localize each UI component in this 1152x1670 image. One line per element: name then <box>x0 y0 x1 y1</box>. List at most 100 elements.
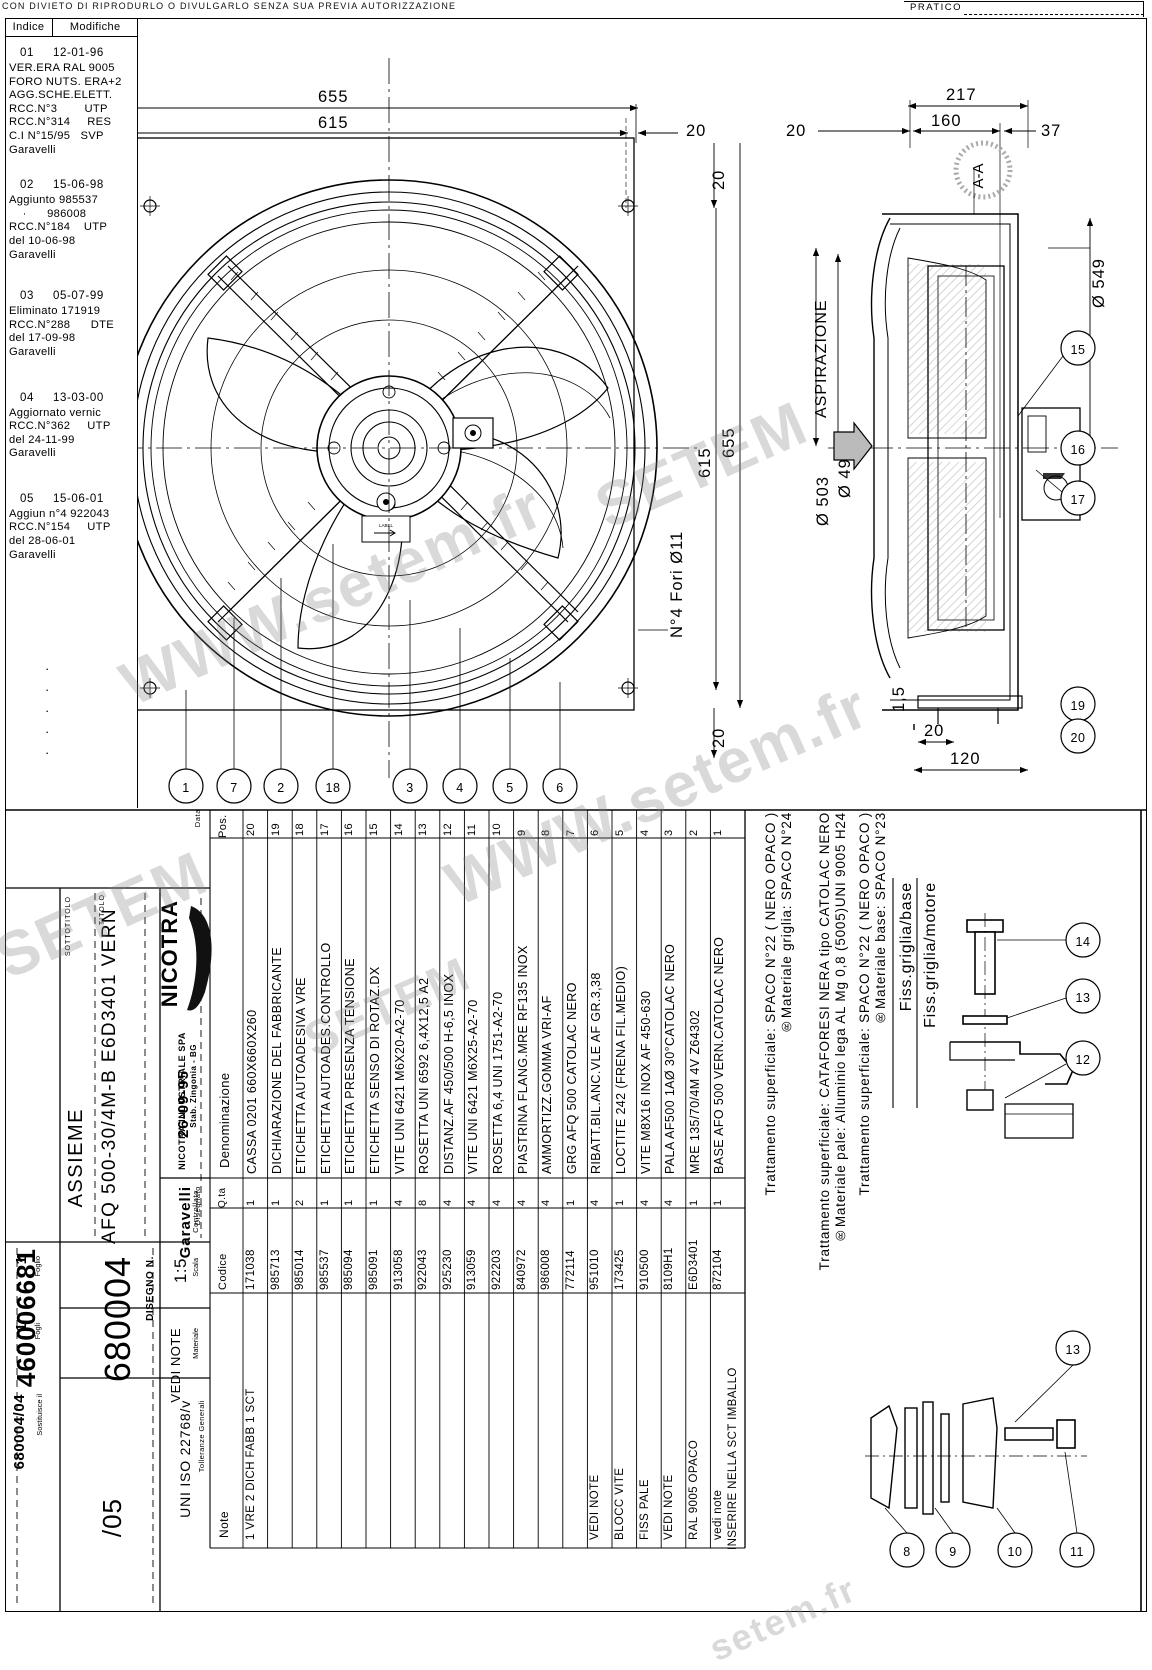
material-note: ®Materiale pale: Alluminio lega AL Mg 0,… <box>833 812 848 1243</box>
parts-header-code: Codice <box>217 1253 229 1290</box>
revision-line: Aggiunto 985537 <box>9 194 99 207</box>
data-label: Data <box>193 809 202 828</box>
svg-text:18: 18 <box>326 781 341 795</box>
part-code: 840972 <box>515 1249 528 1290</box>
part-qta: 4 <box>540 1199 553 1206</box>
part-denom: ETICHETTA AUTOADESIVA VRE <box>294 977 309 1174</box>
material-note: ®Materiale base: SPACO N°23 <box>873 812 888 1025</box>
copyright-strip: CON DIVIETO DI RIPRODURLO O DIVULGARLO S… <box>0 0 1152 16</box>
svg-text:1: 1 <box>182 781 189 795</box>
svg-text:12: 12 <box>1076 1053 1091 1067</box>
title-block: 460006681 SOTTOTITOLO ASSIEME TITOLO AFQ… <box>5 808 215 1553</box>
part-denom: VITE M8X16 INOX AF 450-630 <box>638 990 653 1174</box>
part-pos: 5 <box>614 829 626 836</box>
svg-text:6: 6 <box>556 781 563 795</box>
revision-line: Garavelli <box>9 447 56 460</box>
part-pos: 16 <box>343 822 356 836</box>
disegno-n-value: 680004 <box>97 1256 138 1383</box>
part-denom: BASE AFO 500 VERN.CATOLAC NERO <box>712 936 727 1174</box>
svg-text:13: 13 <box>1076 991 1091 1005</box>
part-note: VEDI NOTE <box>663 1474 676 1540</box>
svg-text:16: 16 <box>1071 443 1086 457</box>
part-note: FISS PALE <box>638 1479 651 1540</box>
tolleranze-value: UNI ISO 22768/v <box>177 1400 193 1518</box>
part-qta: 8 <box>417 1199 430 1206</box>
revision-line: RCC.N°3 UTP <box>9 102 108 115</box>
svg-text:8: 8 <box>903 1545 910 1559</box>
technical-drawing-svg: LABEL 655 615 20 20 655 615 <box>138 58 1118 804</box>
part-pos: 6 <box>589 829 602 836</box>
part-qta: 4 <box>441 1199 454 1206</box>
revision-line: RCC.N°362 UTP <box>9 420 111 433</box>
main-drawing-area: LABEL 655 615 20 20 655 615 <box>138 18 1147 808</box>
part-note: RAL 9005 OPACO <box>687 1439 700 1540</box>
part-pos: 10 <box>491 822 503 836</box>
part-qta: 4 <box>663 1199 676 1206</box>
material-notes: ®Materiale base: SPACO N°23 Trattamento … <box>747 810 897 1410</box>
revision-line: C.I N°15/95 SVP <box>9 129 104 142</box>
part-code: E6D3401 <box>687 1239 700 1290</box>
part-pos: 18 <box>294 822 307 836</box>
part-denom: MRE 135/70/4M 4V Z64302 <box>687 1009 702 1174</box>
parts-header-pos: Pos. <box>217 814 229 838</box>
controllato-label: Controllato <box>191 1190 200 1233</box>
tolleranze-label: Tolleranze Generali <box>197 1400 206 1473</box>
revision-line: Aggiun n°4 922043 <box>9 507 110 520</box>
svg-text:20: 20 <box>1071 731 1086 745</box>
revision-index: 02 <box>20 179 34 192</box>
lower-block-svg: 14 13 12 13 <box>5 809 1147 1613</box>
balloons-detail-base: 14 13 12 <box>997 922 1101 1099</box>
part-code: 8109H1 <box>663 1247 676 1290</box>
svg-text:9: 9 <box>949 1545 956 1559</box>
part-pos: 1 <box>712 829 725 836</box>
svg-text:7: 7 <box>230 781 237 795</box>
fogli-value: 1 <box>13 1323 30 1332</box>
revision-line: RCC.N°288 DTE <box>9 318 114 331</box>
part-qta: 1 <box>269 1199 282 1206</box>
part-code: 951010 <box>589 1249 602 1290</box>
pratico-box: PRATICO <box>904 1 1144 17</box>
part-denom: PIASTRINA FLANG.MRE RF135 INOX <box>515 945 530 1174</box>
data-value: 26-09-95 <box>175 1070 192 1139</box>
fogli-label: Fogli <box>33 1323 42 1340</box>
parts-extra-note: INSERIRE NELLA SCT IMBALLO <box>727 1367 739 1550</box>
revision-table-header: Indice Modifiche <box>5 17 137 37</box>
part-denom: RIBATT.BIL.ANC.VLE AF GR.3,38 <box>589 972 604 1174</box>
revision-line: FORO NUTS. ERA+2 <box>9 75 122 88</box>
detail-fiss-griglia-base <box>892 878 1074 1139</box>
part-code: 985091 <box>368 1249 380 1290</box>
balloon-group-section: 15 16 17 19 20 <box>1017 330 1096 754</box>
part-qta: 1 <box>687 1199 700 1206</box>
part-code: 985537 <box>318 1249 331 1290</box>
part-denom: DICHIARAZIONE DEL FABBRICANTE <box>269 946 284 1174</box>
part-denom: GRG AFQ 500 CATOLAC NERO <box>564 982 579 1174</box>
svg-text:10: 10 <box>1008 1545 1023 1559</box>
revision-col-modifiche: Modifiche <box>69 21 121 33</box>
part-code: 910500 <box>638 1249 651 1290</box>
sottotitolo-value: ASSIEME <box>65 1108 87 1208</box>
part-code: 922043 <box>417 1249 430 1290</box>
part-pos: 8 <box>540 829 553 836</box>
revision-line: VER.ERA RAL 9005 <box>9 62 115 74</box>
part-code: 985014 <box>294 1249 307 1290</box>
dim-body-depth: 160 <box>931 112 962 130</box>
part-pos: 4 <box>638 829 651 836</box>
part-pos: 13 <box>417 822 430 836</box>
dim-holes-note: N°4 Fori Ø11 <box>668 531 686 638</box>
material-note: Trattamento superficiale: SPACO N°22 ( N… <box>763 812 778 1196</box>
dim-bottom-margin: 20 <box>710 728 728 748</box>
revision-col-index: Indice <box>12 21 45 33</box>
revision-line: Garavelli <box>9 345 56 358</box>
part-denom: DISTANZ.AF 450/500 H-6,5 INOX <box>441 973 456 1174</box>
part-pos: 11 <box>466 823 479 836</box>
revision-line: · 986008 <box>9 207 87 220</box>
section-label-aa: A-A <box>970 163 987 188</box>
materiale-value: VEDI NOTE <box>168 1328 183 1403</box>
dim-width-inner: 615 <box>318 114 349 132</box>
foglio-label: Foglio <box>33 1256 42 1277</box>
part-code: 913059 <box>466 1249 479 1290</box>
part-qta: 1 <box>614 1199 626 1206</box>
part-denom: ROSETTA UNI 6592 6,4X12,5 A2 <box>417 977 432 1174</box>
svg-text:17: 17 <box>1071 493 1086 507</box>
